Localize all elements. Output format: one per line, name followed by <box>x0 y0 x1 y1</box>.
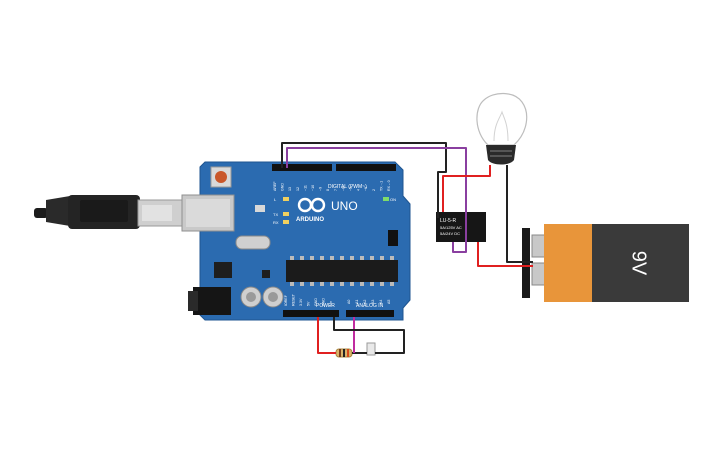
relay-module[interactable]: LU-5-R 5A/125V AC 5A/24V DC <box>436 212 486 242</box>
wires <box>281 142 533 354</box>
relay-label-ac: 5A/125V AC <box>440 225 462 230</box>
light-bulb[interactable] <box>476 92 528 165</box>
pin-label: ~3 <box>364 187 368 191</box>
pin-label: 13 <box>288 187 292 191</box>
resistor[interactable] <box>335 348 353 358</box>
wire-black-gnd-sensor[interactable] <box>333 317 405 354</box>
board-brand-label: ARDUINO <box>296 217 324 223</box>
analog-header-label: ANALOG IN <box>356 303 384 309</box>
wire-black-bulb-battery[interactable] <box>506 165 533 263</box>
wire-black-gnd[interactable] <box>281 142 447 218</box>
pin-label: 12 <box>296 187 300 191</box>
l-led-label: L <box>274 197 277 202</box>
pin-label: IOREF <box>284 294 288 306</box>
pin-label: A1 <box>355 300 359 304</box>
wire-red-5v-resistor[interactable] <box>317 317 336 354</box>
pin-label: 2 <box>372 189 376 191</box>
power-header-label: POWER <box>316 303 335 309</box>
digital-header-label: DIGITAL (PWM~) <box>328 184 367 190</box>
pin-label: 3.3V <box>299 298 303 306</box>
tx-led-label: TX <box>273 212 278 217</box>
pin-label: ~9 <box>319 187 323 191</box>
on-led-label: ON <box>390 197 396 202</box>
reset-button[interactable] <box>215 171 227 183</box>
pin-label: AREF <box>273 181 277 191</box>
board-model-label: UNO <box>331 199 358 213</box>
wire-purple-signal[interactable] <box>286 147 467 253</box>
relay-label-model: LU-5-R <box>440 218 457 224</box>
pin-label: RESET <box>292 293 296 306</box>
usb-cable[interactable] <box>34 195 183 229</box>
pin-label: A3 <box>371 300 375 304</box>
wire-red-relay-battery[interactable] <box>477 242 533 267</box>
analog-pin-labels: A0 A1 A2 A3 A4 A5 <box>347 300 391 304</box>
pin-label: 5V <box>307 301 311 306</box>
pin-label: 4 <box>357 189 361 191</box>
pin-label: 7 <box>334 189 338 191</box>
photoresistor[interactable] <box>366 342 376 356</box>
battery-9v[interactable]: 9V <box>522 224 689 302</box>
pin-label: 8 <box>326 189 330 191</box>
pin-label: A0 <box>347 300 351 304</box>
arduino-uno-board[interactable]: ARDUINO UNO DIGITAL (PWM~) POWER ANALOG … <box>181 161 411 321</box>
pin-label: Vin <box>329 301 333 306</box>
pin-label: ~5 <box>349 187 353 191</box>
arduino-logo-icon <box>297 197 326 213</box>
pin-label: GND <box>281 183 285 191</box>
pin-label: A4 <box>379 300 383 304</box>
pin-label: ~6 <box>341 187 345 191</box>
pin-label: ~11 <box>303 185 307 191</box>
pin-label: RX←0 <box>387 180 391 191</box>
pin-label: A2 <box>363 300 367 304</box>
relay-label-dc: 5A/24V DC <box>440 231 460 236</box>
wire-red-relay-bulb[interactable] <box>442 165 491 212</box>
pin-label: GND <box>314 298 318 306</box>
rx-led-label: RX <box>273 220 279 225</box>
pin-label: A5 <box>387 300 391 304</box>
battery-voltage-label: 9V <box>628 251 650 276</box>
pin-label: TX→1 <box>379 181 383 191</box>
pin-label: ~10 <box>311 185 315 191</box>
pin-label: GND <box>322 298 326 306</box>
